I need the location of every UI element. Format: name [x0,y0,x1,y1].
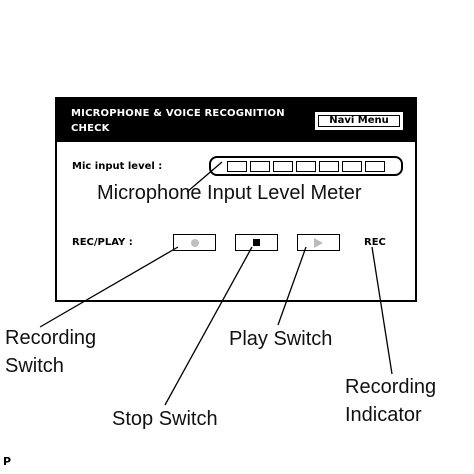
voice-check-screen: MICROPHONE & VOICE RECOGNITION CHECK Nav… [55,97,417,302]
recording-switch[interactable] [173,234,216,251]
meter-segment [273,160,293,172]
callout-recording-indicator-line2: Indicator [345,404,422,426]
leader-meter [186,161,223,193]
mic-input-label: Mic input level : [72,161,163,172]
leader-play-switch [277,246,307,326]
callout-meter: Microphone Input Level Meter [97,182,362,204]
leader-recording-switch [39,246,179,328]
meter-segment [227,160,247,172]
record-icon [190,238,199,247]
meter-segment [296,160,316,172]
meter-segment [365,160,385,172]
meter-segment [319,160,339,172]
footer-mark: P [3,455,12,468]
callout-recording-switch: Recording Switch [5,324,96,380]
callout-stop-switch: Stop Switch [112,408,218,430]
leader-recording-indicator [371,246,393,375]
callout-play-switch: Play Switch [229,328,333,350]
callout-recording-switch-line2: Switch [5,355,64,377]
meter-segment [342,160,362,172]
meter-segment [250,160,270,172]
navi-menu-button[interactable]: Navi Menu [315,112,403,130]
stop-icon [253,239,260,246]
callout-recording-indicator-line1: Recording [345,376,437,398]
rec-play-label: REC/PLAY : [72,237,133,248]
play-icon [314,237,323,248]
stop-switch[interactable] [235,234,278,251]
screen-title: MICROPHONE & VOICE RECOGNITION CHECK [71,108,285,134]
play-switch[interactable] [297,234,340,251]
recording-indicator: REC [364,237,386,248]
leader-stop-switch [164,246,253,406]
callout-recording-switch-line1: Recording [5,327,97,349]
callout-recording-indicator: Recording Indicator [345,373,436,429]
mic-input-level-meter [209,156,403,176]
screen-header: MICROPHONE & VOICE RECOGNITION CHECK Nav… [57,99,415,142]
